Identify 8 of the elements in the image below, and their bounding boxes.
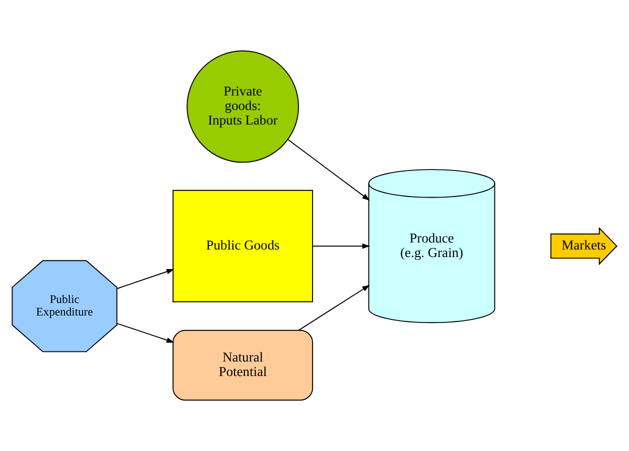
node-box: Public Goods <box>172 190 314 302</box>
arrow <box>288 139 370 201</box>
arrow <box>116 269 174 290</box>
node-box: Natural Potential <box>172 330 314 401</box>
arrow <box>312 243 370 249</box>
arrow <box>116 322 174 343</box>
arrow <box>298 284 370 331</box>
node-circle: Private goods: Inputs Labor <box>186 50 299 163</box>
